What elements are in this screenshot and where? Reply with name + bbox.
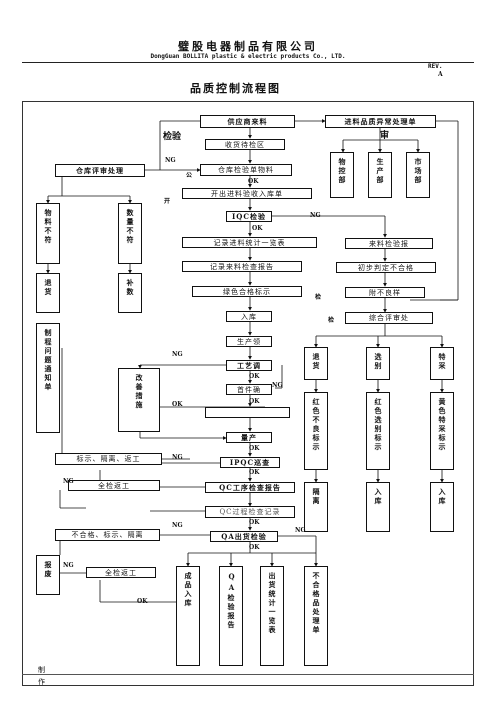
label-check-2: 检 [328,317,335,324]
node-return2: 退货 [304,347,328,380]
node-improve: 改善措施 [118,368,160,432]
node-problem-notice: 制程问题通知单 [36,323,60,433]
node-special: 特采 [430,347,454,380]
node-material-bad: 物料不符 [36,203,60,264]
node-first-article: 首件确 [226,384,272,395]
label-ng-3: NG [172,351,183,358]
header-rule [22,62,474,63]
node-stock-in: 入库 [226,311,272,322]
node-red-select: 红色选别标示 [366,392,390,470]
node-nonconform: 不合格、标示、隔离 [55,529,160,541]
node-dept-market: 市场部 [406,152,430,198]
company-name-en: DongGuan BOLLITA plastic & electric prod… [150,53,346,60]
node-production: 生产领 [226,336,272,347]
node-process: 工艺调 [226,360,272,371]
label-ok-3: OK [249,373,260,380]
node-iqc: IQC检验 [226,211,272,222]
footer-author: 作 [38,678,45,686]
node-in3: 入库 [430,482,454,532]
rev-label: REV. [428,63,443,70]
label-side-a: 公 [186,172,193,179]
label-ng-7: NG [172,522,183,529]
label-ng-9: NG [63,562,74,569]
page-title: 品质控制流程图 [190,82,281,95]
label-side-big: 检验 [163,132,182,142]
label-ok-5: OK [172,401,183,408]
node-ipqc: IPQC巡查 [220,457,280,468]
node-scrap: 报废 [36,555,60,595]
node-qa: QA出货检验 [210,531,278,542]
node-mrb: 综合评审处 [345,312,433,324]
label-ok-7: OK [249,469,260,476]
node-red-bad: 红色不良标示 [304,392,328,470]
node-qty-bad: 数量不符 [118,203,142,264]
label-ng-8: NG [295,527,306,534]
node-nonconform-proc: 不合格品处理单 [304,566,328,666]
node-dept-material: 物控部 [330,152,354,198]
node-warehouse-notice: 仓库检验单物料 [200,164,292,176]
node-select: 选别 [366,347,390,380]
node-dept-prod: 生产部 [368,152,392,198]
node-full-rework: 全检返工 [68,480,160,491]
label-ok-8: OK [249,519,260,526]
node-supplier: 供应商来料 [200,115,295,128]
node-yellow-special: 黄色特采标示 [430,392,454,470]
label-ng-4: NG [272,382,283,389]
node-record: 记录进料统计一览表 [182,237,317,248]
node-qc-report2: QC过程检查记录 [205,506,295,518]
node-mrb-top: 进料品质异常处理单 [325,115,436,128]
node-receive: 收货待检区 [205,139,285,150]
label-ok-10: OK [137,598,148,605]
rev-value: A [438,71,443,78]
node-full-rework2: 全检返工 [86,567,156,578]
node-qc-report: QC工序检查报告 [205,482,295,493]
label-ng-1: NG [165,157,176,164]
label-ng-6: NG [63,478,74,485]
label-ok-6: OK [249,445,260,452]
label-ng-2: NG [310,212,321,219]
node-attach-sample: 附不良样 [345,287,425,298]
node-qa-report: QA检验报告 [219,566,243,666]
node-report: 记录来料检查报告 [182,261,302,272]
label-ng-5: NG [172,454,183,461]
label-ok-2: OK [252,225,263,232]
node-supplement: 补数 [118,273,142,313]
footer-wrote: 制 [38,666,45,674]
label-ok-9: OK [249,544,260,551]
node-in2: 入库 [366,482,390,532]
node-mass-prod: 量产 [226,432,272,443]
node-fill-form: 开出进料验收入库单 [182,188,312,199]
label-ok-1: OK [248,178,259,185]
node-reject-mark: 标示、隔离、返工 [55,453,162,465]
flowchart-frame [22,101,474,686]
company-name: 璧股电器制品有限公司 [178,40,318,53]
label-review-mark: 审 [380,131,390,141]
node-isolate: 隔离 [304,482,328,532]
node-blank-record [205,407,290,418]
label-side-b: 开 [164,198,171,205]
node-initial-judge: 初步判定不合格 [336,262,436,273]
node-return-goods: 退货 [36,273,60,313]
node-wh-review: 仓库评审处理 [55,164,145,177]
label-ok-4: OK [249,398,260,405]
footer-rule [22,674,474,675]
node-ok-label: 绿色合格标示 [192,286,302,297]
node-ship-stat: 出货统计一览表 [260,566,284,666]
node-product-in: 成品入库 [176,566,200,666]
node-material-qc: 来料检验报 [345,238,433,249]
label-check: 检 [315,294,322,301]
